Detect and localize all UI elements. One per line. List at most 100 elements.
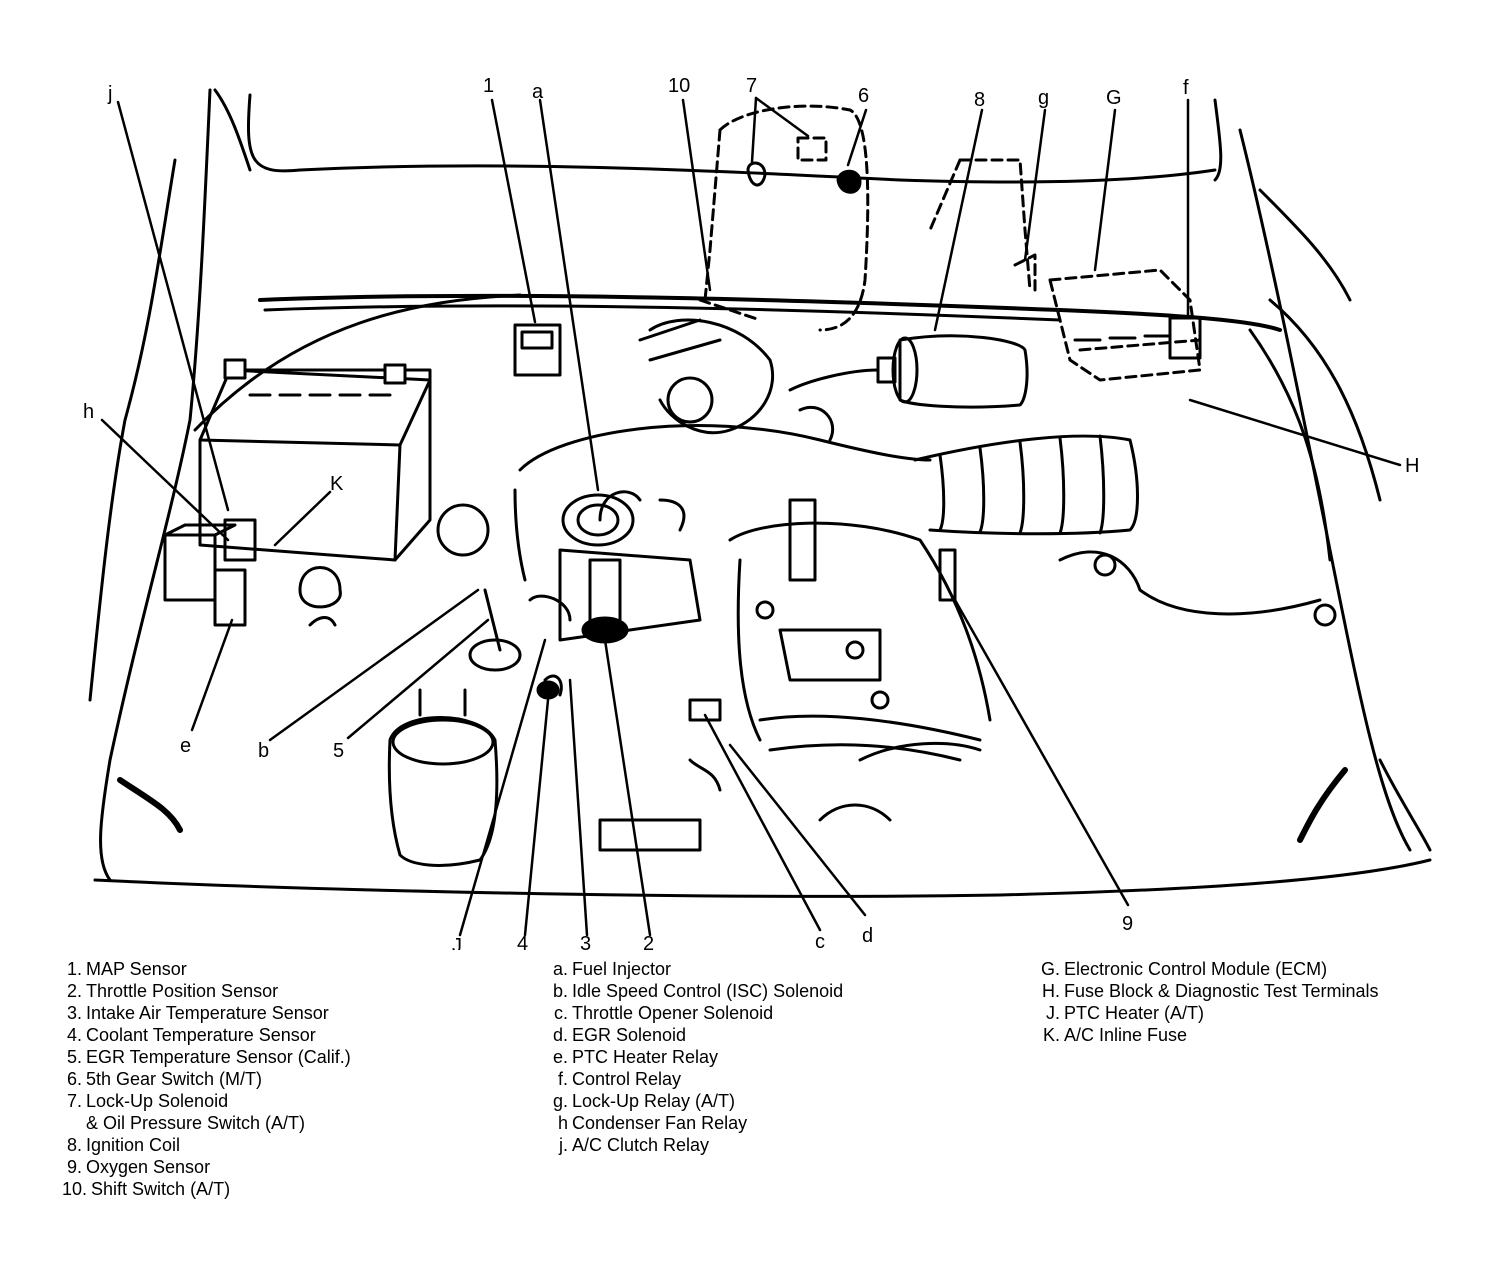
legend-key: 10. — [62, 1179, 88, 1199]
callout-a: a — [532, 81, 544, 103]
left-relays — [163, 518, 257, 627]
callout-4: 4 — [517, 933, 528, 950]
legend-modules: G.Electronic Control Module (ECM) H.Fuse… — [1040, 958, 1378, 1046]
legend-key: e. — [552, 1047, 568, 1067]
legend-key: 8. — [66, 1135, 82, 1155]
callout-e: e — [180, 735, 191, 757]
legend-key: c. — [553, 1003, 568, 1023]
body-outline — [88, 88, 1432, 898]
callout-G-label: G — [1106, 87, 1122, 109]
legend-key: G. — [1040, 959, 1060, 979]
battery — [198, 358, 432, 562]
callout-g: g — [1038, 87, 1049, 109]
callout-2: 2 — [643, 933, 654, 950]
intake-assembly — [513, 424, 932, 700]
legend-key: 1. — [66, 959, 82, 979]
callout-6: 6 — [858, 85, 869, 107]
legend-text: Lock-Up Relay (A/T) — [572, 1091, 736, 1111]
legend-item: g.Lock-Up Relay (A/T) — [548, 1090, 843, 1112]
legend-item: 4.Coolant Temperature Sensor — [62, 1024, 351, 1046]
callout-1: 1 — [483, 75, 494, 97]
legend-item: 8.Ignition Coil — [62, 1134, 351, 1156]
legend-item: a.Fuel Injector — [548, 958, 843, 980]
legend-item: G.Electronic Control Module (ECM) — [1040, 958, 1378, 980]
callout-3: 3 — [580, 933, 591, 950]
callout-f: f — [1183, 77, 1189, 99]
callout-K-label: K — [330, 473, 344, 495]
legend-key: J. — [1045, 1003, 1060, 1023]
legend-text: EGR Temperature Sensor (Calif.) — [86, 1047, 351, 1067]
legend-item: J.PTC Heater (A/T) — [1040, 1002, 1378, 1024]
legend-text: PTC Heater Relay — [572, 1047, 719, 1067]
legend-key: 6. — [66, 1069, 82, 1089]
legend-item: 1.MAP Sensor — [62, 958, 351, 980]
legend-item: K.A/C Inline Fuse — [1040, 1024, 1378, 1046]
legend-text: Coolant Temperature Sensor — [86, 1025, 316, 1045]
dashed-outlines — [698, 104, 1037, 332]
legend-text: & Oil Pressure Switch (A/T) — [86, 1113, 306, 1133]
legend-item: c.Throttle Opener Solenoid — [548, 1002, 843, 1024]
legend-item: 5.EGR Temperature Sensor (Calif.) — [62, 1046, 351, 1068]
legend-text: Intake Air Temperature Sensor — [86, 1003, 329, 1023]
legend-item: 6.5th Gear Switch (M/T) — [62, 1068, 351, 1090]
legend-actuators: a.Fuel Injector b.Idle Speed Control (IS… — [548, 958, 843, 1156]
legend-text: 5th Gear Switch (M/T) — [86, 1069, 263, 1089]
callout-5: 5 — [333, 740, 344, 762]
legend-text: MAP Sensor — [86, 959, 187, 979]
legend-item: j.A/C Clutch Relay — [548, 1134, 843, 1156]
engine-compartment-drawing: 1 a 10 7 6 8 g G f j h K H e b 5 J 4 3 2… — [83, 75, 1432, 950]
callout-j: j — [107, 83, 112, 105]
legend-text: Shift Switch (A/T) — [91, 1179, 231, 1199]
legend-key: 4. — [66, 1025, 82, 1045]
legend-text: Electronic Control Module (ECM) — [1064, 959, 1328, 979]
map-sensor — [513, 323, 562, 377]
legend-text: Idle Speed Control (ISC) Solenoid — [572, 981, 844, 1001]
misc-parts — [436, 503, 1337, 852]
legend-key: b. — [552, 981, 568, 1001]
legend-text: Fuse Block & Diagnostic Test Terminals — [1064, 981, 1379, 1001]
legend-key: d. — [552, 1025, 568, 1045]
fuse-detail — [1073, 316, 1202, 360]
legend-key: j. — [559, 1135, 568, 1155]
legend-key: 3. — [66, 1003, 82, 1023]
legend-text: Oxygen Sensor — [86, 1157, 211, 1177]
legend-key: 2. — [66, 981, 82, 1001]
legend-key: h — [557, 1113, 568, 1133]
callout-d: d — [862, 925, 873, 947]
legend-text: Ignition Coil — [86, 1135, 181, 1155]
coolant-reservoir — [298, 566, 342, 627]
oil-filter — [387, 688, 499, 867]
legend-key: a. — [552, 959, 568, 979]
callout-10: 10 — [668, 75, 690, 97]
engine-block — [728, 498, 992, 822]
legend-text: Fuel Injector — [572, 959, 672, 979]
callout-c: c — [815, 931, 825, 950]
legend-item: b.Idle Speed Control (ISC) Solenoid — [548, 980, 843, 1002]
ecm-fuse-block — [1048, 268, 1202, 382]
callout-8: 8 — [974, 89, 985, 111]
callout-h: h — [83, 401, 94, 423]
legend-item: & Oil Pressure Switch (A/T) — [62, 1112, 351, 1134]
legend-text: EGR Solenoid — [572, 1025, 687, 1045]
legend-key: 7. — [66, 1091, 82, 1111]
intake-hose — [913, 434, 1139, 536]
legend-key: f. — [557, 1069, 568, 1089]
legend-key: g. — [552, 1091, 568, 1111]
callout-H-label: H — [1405, 455, 1419, 477]
callout-J-label: J — [452, 935, 462, 950]
leader-lines — [100, 96, 1402, 937]
legend-key: K. — [1042, 1025, 1060, 1045]
legend-item: e.PTC Heater Relay — [548, 1046, 843, 1068]
legend-item: d.EGR Solenoid — [548, 1024, 843, 1046]
legend-text: Control Relay — [572, 1069, 682, 1089]
legend-item: 7.Lock-Up Solenoid — [62, 1090, 351, 1112]
legend-item: 3.Intake Air Temperature Sensor — [62, 1002, 351, 1024]
callout-7: 7 — [746, 75, 757, 97]
callout-9: 9 — [1122, 913, 1133, 935]
legend-text: Throttle Position Sensor — [86, 981, 279, 1001]
callout-labels: 1 a 10 7 6 8 g G f j h K H e b 5 J 4 3 2… — [83, 75, 1419, 950]
legend-key: 9. — [66, 1157, 82, 1177]
legend-sensors: 1.MAP Sensor 2.Throttle Position Sensor … — [62, 958, 351, 1200]
